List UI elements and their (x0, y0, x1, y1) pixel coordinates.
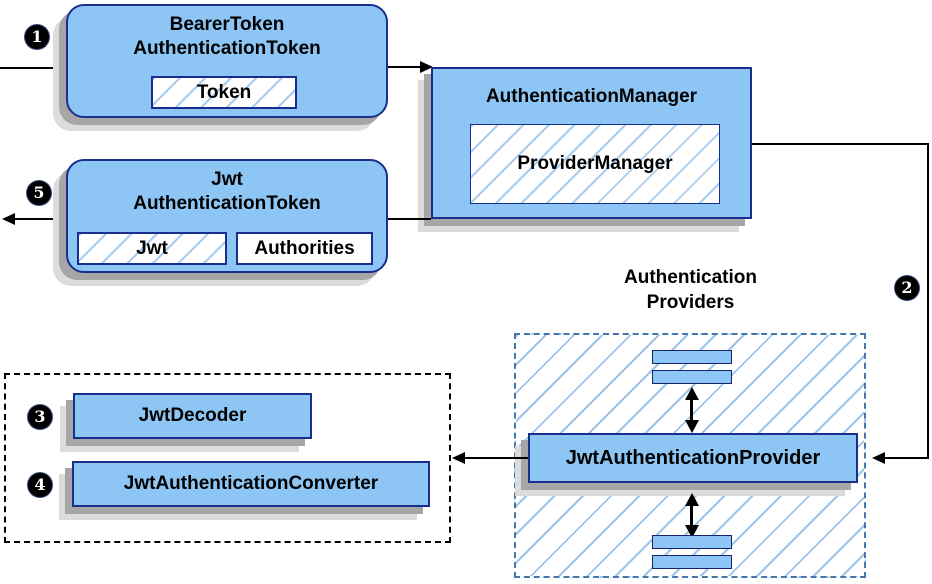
provider-stub-bar (652, 555, 732, 569)
bearer-token-title-line1: BearerToken (169, 14, 285, 35)
authentication-providers-group: JwtAuthenticationProvider (514, 333, 866, 578)
authentication-providers-label: Authentication Providers (588, 265, 793, 315)
token-field: Token (151, 76, 297, 109)
jwt-token-title-line1: Jwt (211, 169, 243, 190)
step-3-badge: 3 (28, 405, 52, 429)
jwt-token-node-title: Jwt AuthenticationToken (68, 161, 386, 216)
step-4-badge: 4 (28, 473, 52, 497)
provider-stub-bar (652, 350, 732, 364)
jwt-token-title-line2: AuthenticationToken (133, 193, 321, 214)
provider-stub-bar (652, 535, 732, 549)
bearer-token-node-title: BearerToken AuthenticationToken (68, 6, 386, 61)
double-arrow-icon (684, 493, 700, 538)
edge-provider-to-decoder-arrowhead-icon (452, 452, 465, 464)
step-2-badge: 2 (895, 276, 919, 300)
step-2-edge-vertical-line (927, 143, 929, 459)
bearer-token-title-line2: AuthenticationToken (133, 38, 321, 59)
arrow-up-icon (685, 493, 699, 506)
step-5-edge-arrowhead-icon (2, 213, 15, 225)
step-1-edge-line (0, 67, 67, 69)
double-arrow-shaft (690, 502, 693, 529)
step-5-badge: 5 (27, 181, 51, 205)
jwt-field: Jwt (77, 232, 227, 265)
authentication-providers-label-line2: Providers (646, 292, 735, 313)
edge-manager-to-jwt-token-line (388, 218, 431, 220)
authentication-manager-title: AuthenticationManager (485, 86, 698, 107)
step-5-edge-line (14, 218, 66, 220)
step-2-edge-arrowhead-icon (872, 452, 885, 464)
edge-provider-to-decoder-line (464, 457, 528, 459)
arrow-down-icon (685, 525, 699, 538)
double-arrow-shaft (690, 396, 693, 424)
jwt-authentication-token-node: Jwt AuthenticationToken Jwt Authorities (66, 159, 388, 273)
edge-bearer-to-manager-line (388, 66, 422, 68)
jwt-authentication-provider-node: JwtAuthenticationProvider (528, 433, 858, 483)
bearer-token-authentication-token-node: BearerToken AuthenticationToken Token (66, 4, 388, 118)
decoder-converter-group (4, 373, 451, 543)
step-2-edge-top-line (752, 143, 929, 145)
authorities-field: Authorities (236, 232, 373, 265)
double-arrow-icon (684, 387, 700, 433)
provider-manager-field: ProviderManager (470, 124, 720, 204)
authentication-manager-node: AuthenticationManager ProviderManager (431, 67, 752, 219)
jwt-authentication-converter-node: JwtAuthenticationConverter (72, 461, 430, 507)
step-1-badge: 1 (25, 25, 49, 49)
jwt-decoder-node: JwtDecoder (73, 393, 312, 439)
arrow-up-icon (685, 387, 699, 400)
step-2-edge-bottom-line (884, 457, 929, 459)
authentication-providers-label-line1: Authentication (624, 267, 757, 288)
arrow-down-icon (685, 420, 699, 433)
edge-bearer-to-manager-arrowhead-icon (420, 61, 433, 73)
provider-stub-bar (652, 370, 732, 384)
